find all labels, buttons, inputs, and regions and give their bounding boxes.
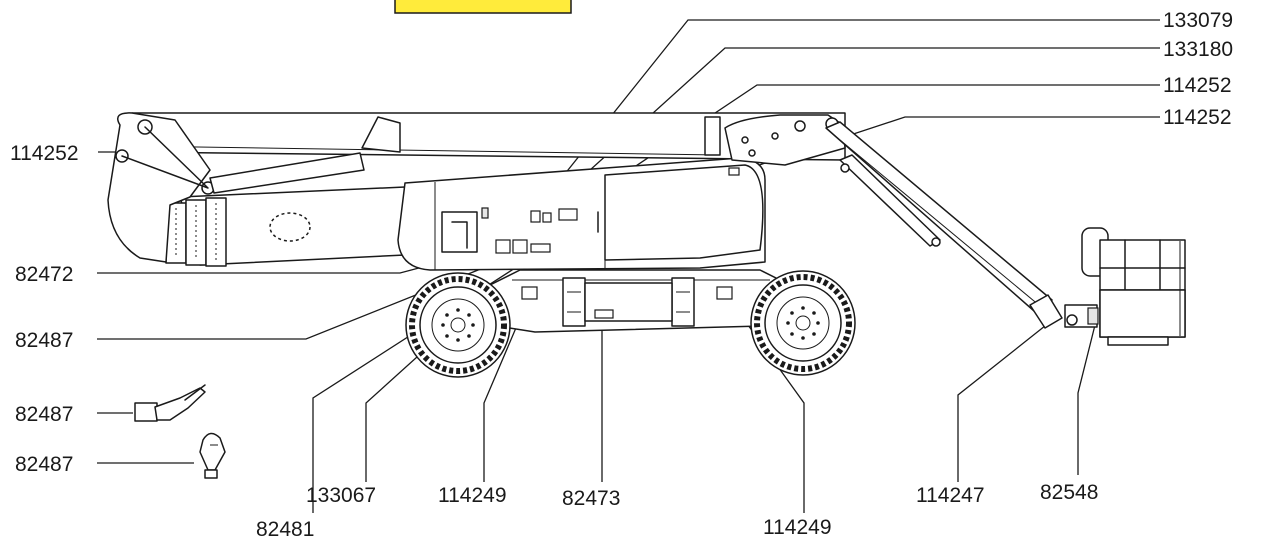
decal-133079 [530, 210, 541, 223]
label-133180: 133180 [1163, 38, 1233, 61]
label-114252-a: 114252 [1163, 74, 1232, 97]
upper-boom-triangle [361, 116, 401, 153]
riser-end [107, 112, 211, 263]
label-114249-a: 114249 [438, 484, 507, 507]
label-82487-c: 82487 [15, 453, 73, 476]
boom-access-hole [269, 212, 311, 242]
label-82487-b: 82487 [15, 403, 73, 426]
part-number-labels: 133079 133180 114252 114252 114252 82472… [10, 9, 1233, 541]
loose-part-holder [134, 384, 206, 422]
right-wheel [750, 270, 856, 376]
leader-82548 [1077, 324, 1096, 475]
label-82472: 82472 [15, 263, 73, 286]
loose-part-clamp [199, 432, 226, 479]
label-82481: 82481 [256, 518, 314, 541]
decal-82481 [530, 243, 551, 253]
jib-arm [825, 121, 1053, 319]
decal-133180 [542, 212, 552, 223]
pivot-pin [741, 136, 749, 144]
decal-114249-left [521, 286, 538, 300]
label-114252-left: 114252 [10, 142, 79, 165]
decal-82548 [1087, 307, 1099, 325]
header-tab [394, 0, 572, 14]
pivot-pin [794, 120, 806, 132]
axle-bracket-right [671, 277, 695, 327]
door-panel [441, 211, 478, 253]
jib-tip [1029, 294, 1063, 329]
label-82473: 82473 [562, 487, 620, 510]
rotator-pin [1066, 314, 1078, 326]
decal-114252-jib [728, 167, 740, 176]
small-mark [481, 207, 489, 219]
jib-arm-line [839, 139, 1041, 307]
turntable-cover [604, 164, 764, 261]
machine-drawing [107, 112, 1186, 479]
decal-82487 [512, 239, 528, 254]
label-82487-a: 82487 [15, 329, 73, 352]
boom-sections [165, 197, 227, 267]
label-82548: 82548 [1040, 481, 1098, 504]
decal-82472 [495, 239, 511, 254]
link-arm [121, 126, 209, 189]
label-133079: 133079 [1163, 9, 1233, 32]
pivot-pin [771, 132, 779, 140]
axle-bracket-left [562, 277, 586, 327]
left-wheel [405, 272, 511, 378]
pivot-pin [748, 149, 756, 157]
pivot-pin [840, 163, 850, 173]
leader-114247 [957, 317, 1056, 482]
lift-cylinder [209, 152, 365, 194]
label-114247: 114247 [916, 484, 985, 507]
label-114249-b: 114249 [763, 516, 832, 539]
upper-boom-end [704, 116, 721, 156]
pivot-pin [931, 237, 941, 247]
door-handle [451, 221, 468, 249]
decal-82473 [594, 309, 614, 319]
label-133067: 133067 [306, 484, 376, 507]
decal-114252-turntable [558, 208, 578, 221]
platform-basket [1081, 227, 1186, 346]
leader-114249-a [483, 294, 531, 482]
decal-114249-right [716, 286, 733, 300]
label-114252-b: 114252 [1163, 106, 1232, 129]
upper-boom-line [131, 145, 721, 156]
